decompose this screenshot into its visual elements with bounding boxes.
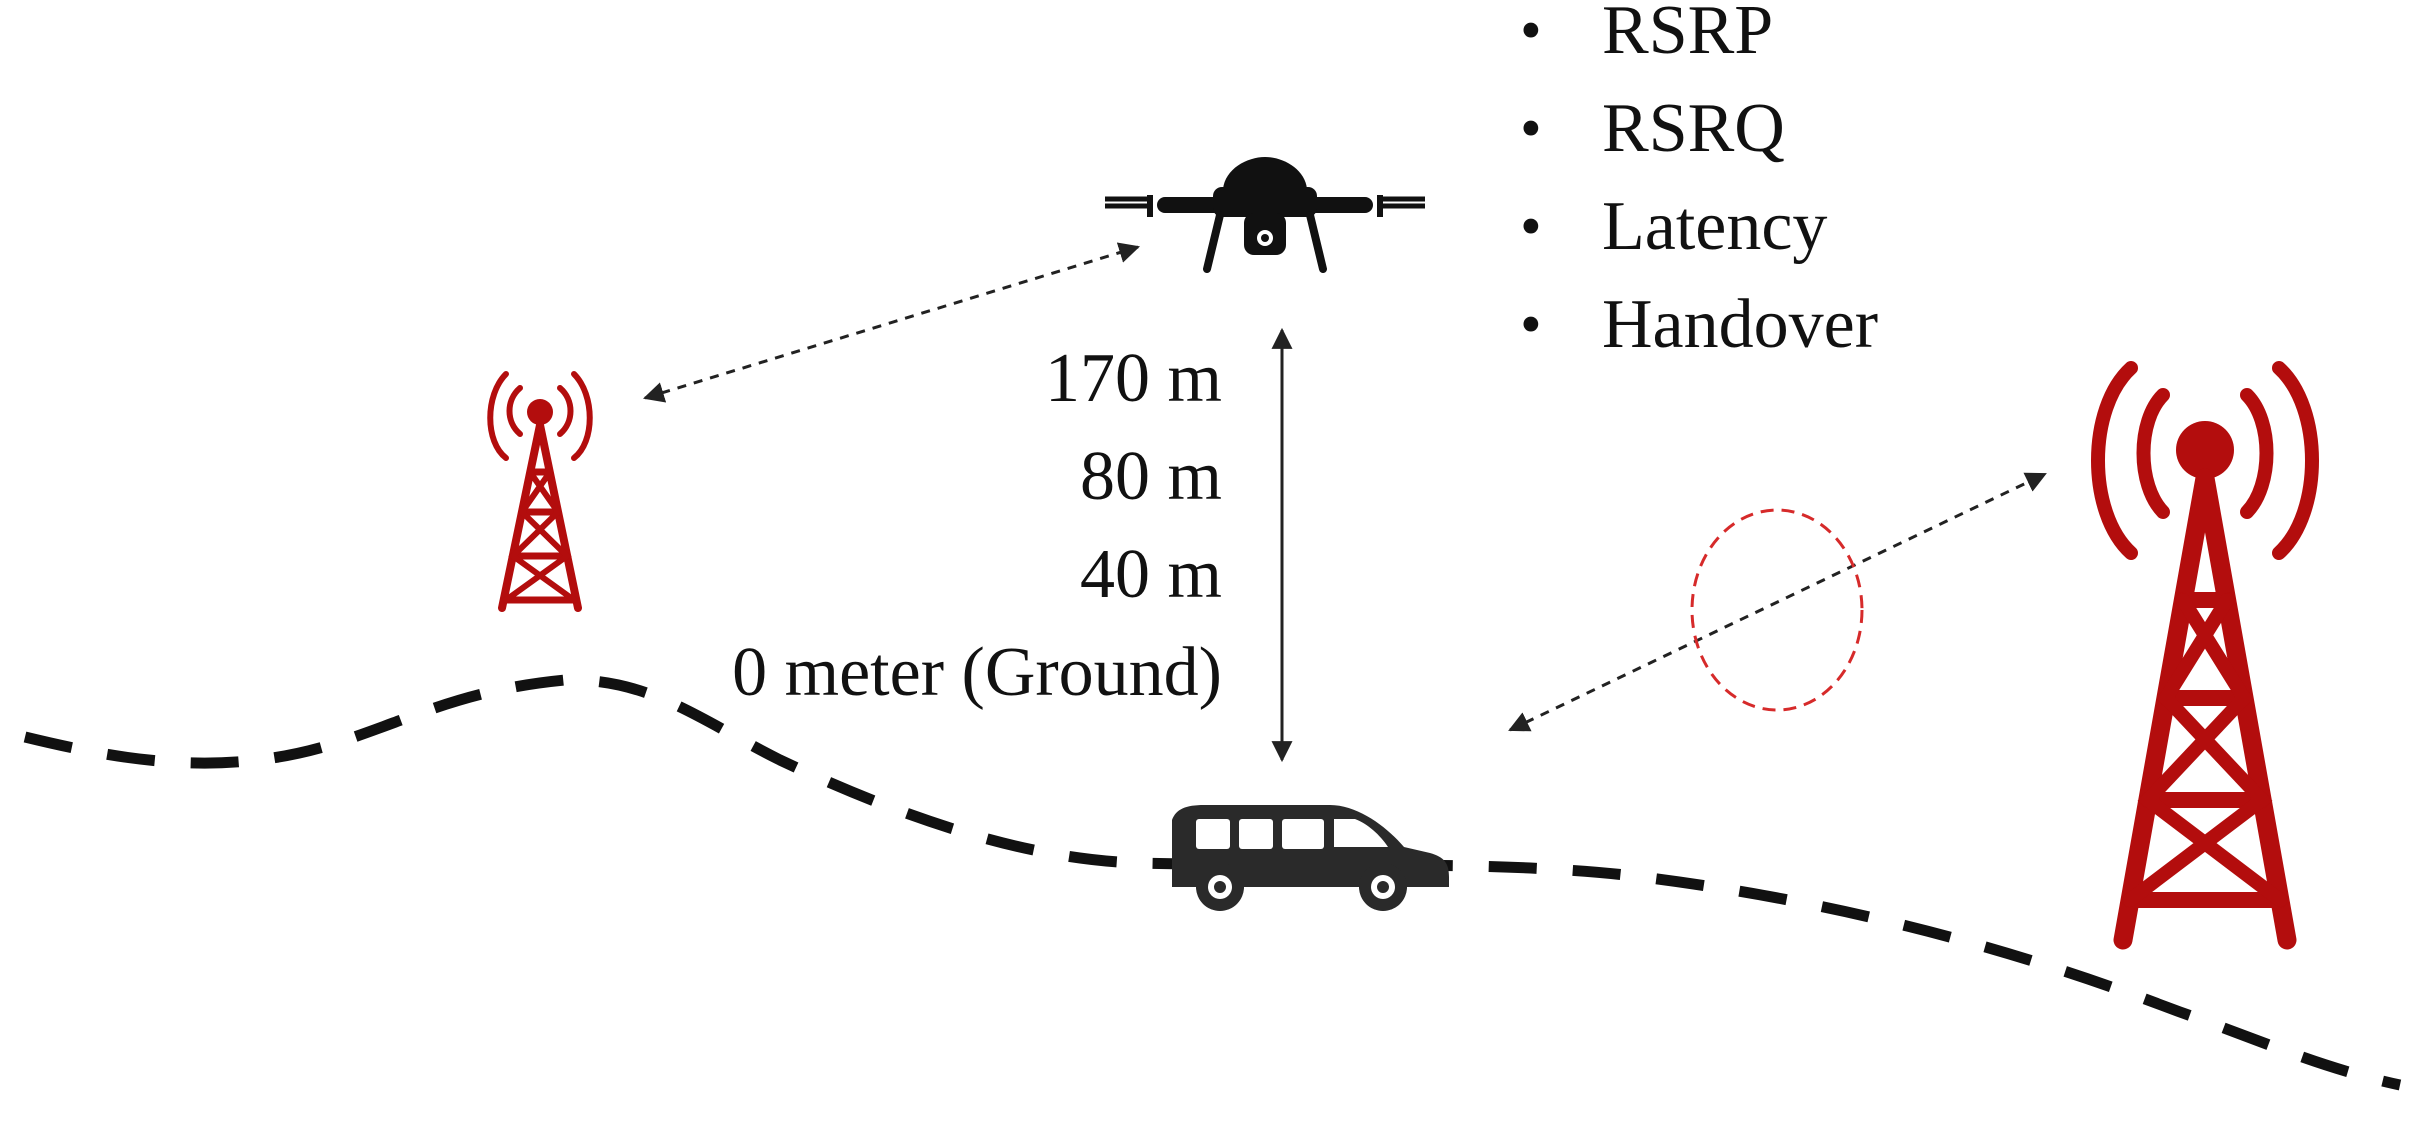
metric-handover: Handover [1520, 276, 1878, 374]
large-tower-icon [2091, 361, 2319, 950]
interference-zone [1690, 508, 1864, 712]
altitude-labels: 170 m 80 m 40 m 0 meter (Ground) [732, 330, 1222, 722]
drone-icon [1105, 157, 1425, 273]
car-to-tower-link [1508, 472, 2047, 732]
metric-rsrp: RSRP [1520, 0, 1878, 80]
road-path [23, 674, 2402, 1091]
metric-rsrq: RSRQ [1520, 80, 1878, 178]
small-tower-icon [487, 371, 593, 612]
altitude-40m: 40 m [1080, 536, 1222, 613]
altitude-170m: 170 m [1045, 340, 1222, 417]
metric-latency: Latency [1520, 178, 1878, 276]
tower-to-drone-link [642, 242, 1141, 403]
altitude-ground: 0 meter (Ground) [732, 634, 1222, 711]
car-icon [1172, 805, 1449, 911]
metrics-list: RSRP RSRQ Latency Handover [1520, 0, 1878, 374]
altitude-80m: 80 m [1080, 438, 1222, 515]
